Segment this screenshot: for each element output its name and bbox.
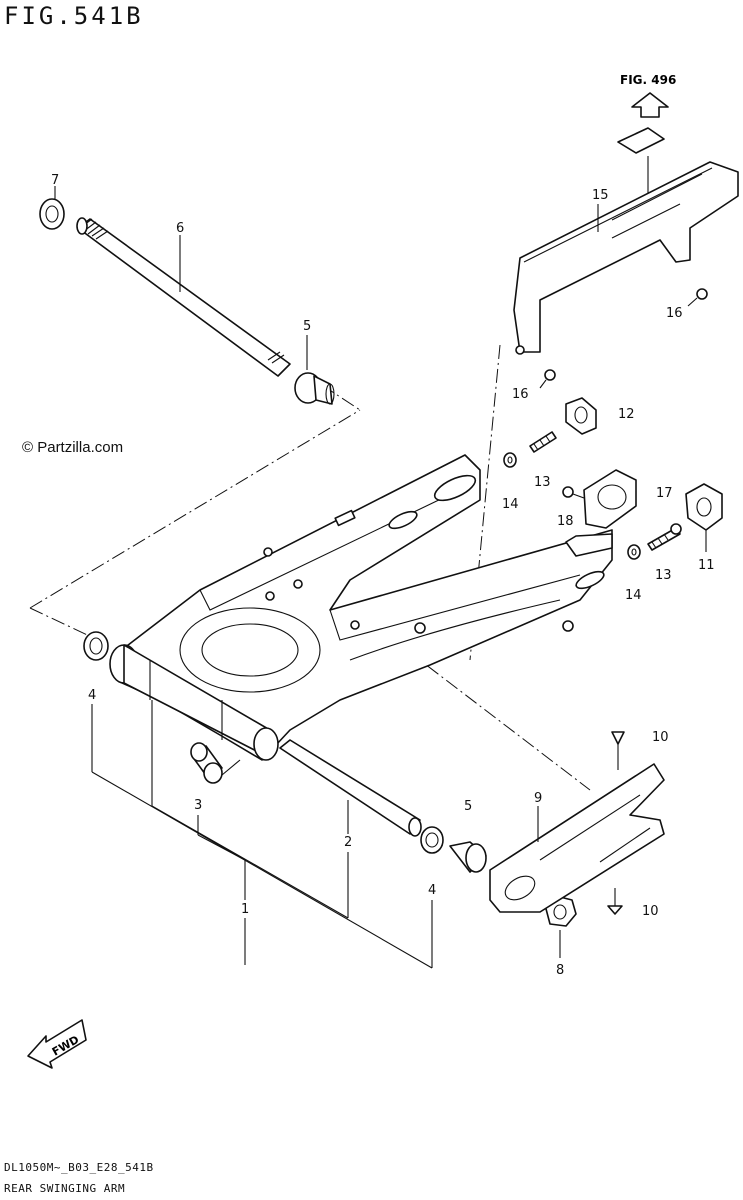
part-14-washer-lower[interactable] [627,544,641,560]
callout-13-upper[interactable]: 13 [534,475,551,490]
part-14-washer-upper[interactable] [503,452,517,468]
part-4-bearing-left[interactable] [83,631,109,772]
part-16-screw-right[interactable] [687,288,708,307]
callout-5-upper[interactable]: 5 [303,319,311,334]
footer-diagram-name: REAR SWINGING ARM [4,1182,126,1195]
callout-2[interactable]: 2 [344,835,352,850]
callout-10-upper[interactable]: 10 [652,730,669,745]
part-4-bearing-right[interactable] [420,826,444,968]
callout-4-left[interactable]: 4 [88,688,96,703]
part-12-adjuster-plate[interactable] [565,397,597,435]
part-17-chain-adjuster[interactable] [583,469,637,529]
part-11-axle-block[interactable] [685,483,723,552]
figure-title: FIG.541B [4,2,144,30]
callout-4-right[interactable]: 4 [428,883,436,898]
callout-18[interactable]: 18 [557,514,574,529]
part-1-swingarm[interactable] [109,454,613,965]
part-18-bolt[interactable] [562,486,585,499]
callout-10-lower[interactable]: 10 [642,904,659,919]
callout-7[interactable]: 7 [51,173,59,188]
callout-5-lower[interactable]: 5 [464,799,472,814]
callout-6[interactable]: 6 [176,221,184,236]
part-5-collar-lower[interactable] [449,841,487,873]
up-arrow-icon [631,92,669,118]
reference-plate-shape [617,127,665,154]
part-6-pivot-shaft[interactable] [76,217,291,377]
part-13-bolt-lower[interactable] [647,523,682,551]
callout-11[interactable]: 11 [698,558,715,573]
part-3-needle-bearing[interactable] [190,742,241,835]
fig-reference-label: FIG. 496 [620,73,676,87]
callout-13-lower[interactable]: 13 [655,568,672,583]
callout-15[interactable]: 15 [592,188,609,203]
callout-8[interactable]: 8 [556,963,564,978]
footer-diagram-code: DL1050M~_B03_E28_541B [4,1161,154,1174]
axle-assembly-line [29,409,361,609]
callout-16-left[interactable]: 16 [512,387,529,402]
forward-direction-arrow: FWD [27,1019,87,1069]
watermark-text: © Partzilla.com [22,439,124,456]
fig-reference-arrow[interactable]: FIG. 496 [617,73,676,208]
callout-17[interactable]: 17 [656,486,673,501]
callout-3[interactable]: 3 [194,798,202,813]
part-2-spacer-tube[interactable] [279,739,422,918]
part-9-chain-guide[interactable] [489,763,665,913]
part-10-screw-upper[interactable] [611,731,625,770]
part-5-collar-upper[interactable] [294,335,335,405]
callout-12[interactable]: 12 [618,407,635,422]
part-13-bolt-upper[interactable] [529,431,557,453]
part-7-nut[interactable] [39,186,65,230]
chain-case-assembly-line [469,344,501,661]
group-bracket-line [91,771,433,969]
part-10-screw-lower[interactable] [607,888,623,915]
callout-16-right[interactable]: 16 [666,306,683,321]
callout-9[interactable]: 9 [534,791,542,806]
callout-14-lower[interactable]: 14 [625,588,642,603]
chain-guide-assembly-line [369,621,591,791]
callout-1[interactable]: 1 [241,902,249,917]
part-16-screw-left[interactable] [539,369,556,389]
callout-14-upper[interactable]: 14 [502,497,519,512]
part-15-chain-case[interactable] [513,161,739,355]
